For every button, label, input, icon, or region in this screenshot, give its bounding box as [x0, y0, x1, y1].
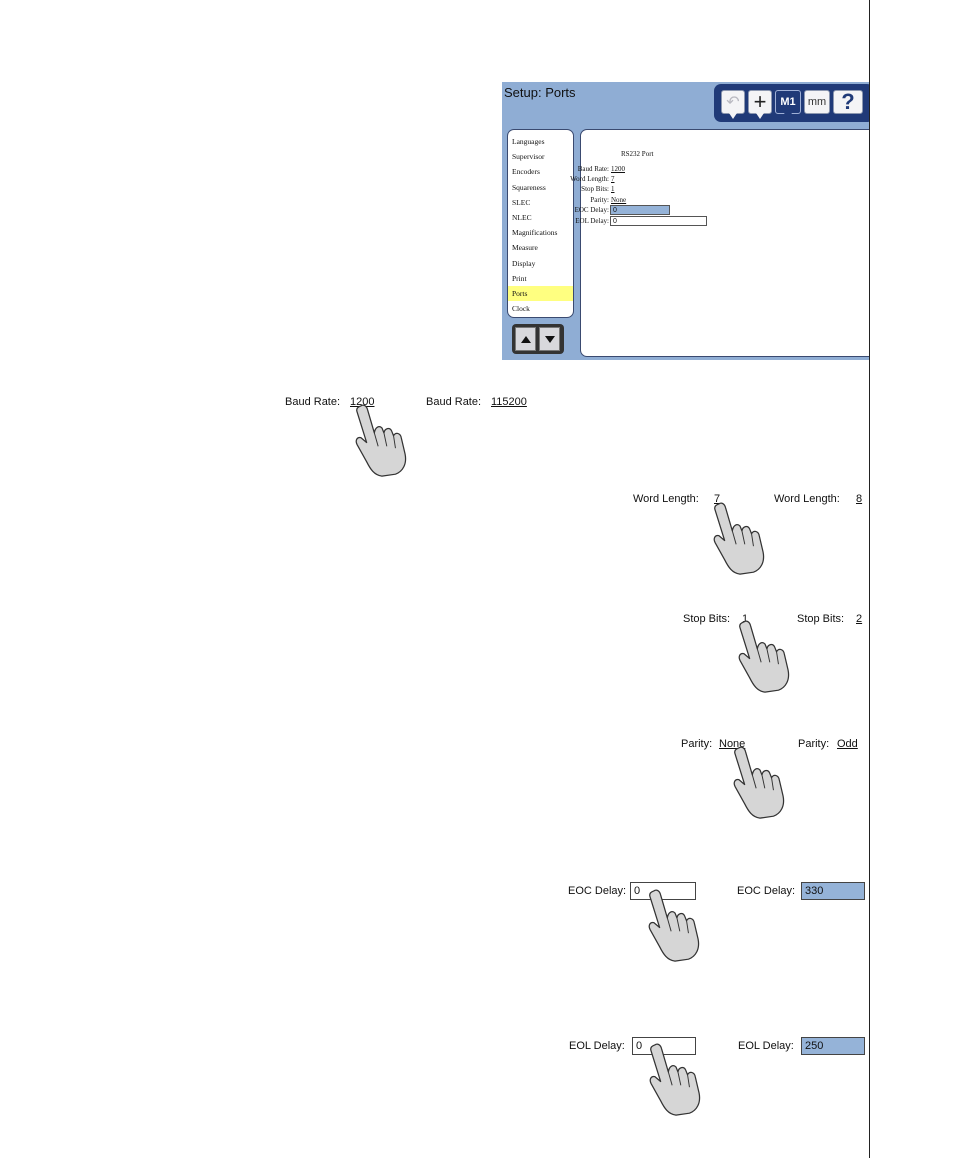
eoc-example-label-after: EOC Delay:: [737, 885, 796, 897]
scroll-down-button[interactable]: [539, 327, 560, 351]
menu-item-display[interactable]: Display: [512, 258, 536, 268]
eol-example-before-input[interactable]: 0: [632, 1037, 696, 1055]
word-length-value[interactable]: 7: [611, 175, 615, 183]
undo-button[interactable]: ↶: [721, 90, 745, 119]
baud-example-label: Baud Rate:: [285, 396, 341, 408]
menu-item-supervisor[interactable]: Supervisor: [512, 152, 545, 162]
setup-screen: Setup: Ports ↶ + M1 mm ? Languages Super…: [502, 82, 869, 360]
setup-menu: Languages Supervisor Encoders Squareness…: [507, 129, 574, 318]
baud-example-after: 115200: [491, 396, 527, 408]
menu-item-ports[interactable]: Ports: [508, 285, 573, 302]
pointing-hand-icon: [738, 620, 790, 693]
menu-item-squareness[interactable]: Squareness: [512, 182, 546, 192]
arrow-down-icon: [544, 335, 555, 343]
menu-item-nlec[interactable]: NLEC: [512, 212, 532, 222]
word-example-label-after: Word Length:: [774, 493, 840, 505]
eoc-example-before-input[interactable]: 0: [630, 882, 696, 900]
m1-button[interactable]: M1: [775, 90, 801, 119]
word-length-label: Word Length:: [570, 175, 609, 183]
eoc-delay-input[interactable]: 0: [610, 205, 670, 215]
menu-item-clock[interactable]: Clock: [512, 304, 530, 314]
menu-item-magnifications[interactable]: Magnifications: [512, 228, 558, 238]
arrow-up-icon: [520, 335, 531, 343]
pointing-hand-icon: [733, 746, 785, 819]
scroll-up-button[interactable]: [515, 327, 536, 351]
baud-example-label-after: Baud Rate:: [426, 396, 482, 408]
parity-example-after: Odd: [837, 738, 858, 750]
stop-example-after: 2: [856, 613, 863, 625]
eol-delay-input[interactable]: 0: [610, 216, 707, 226]
stop-bits-label: Stop Bits:: [581, 185, 609, 193]
eoc-example-after-input: 330: [801, 882, 865, 900]
menu-item-measure[interactable]: Measure: [512, 243, 538, 253]
ports-heading: RS232 Port: [621, 150, 654, 158]
stop-example-before[interactable]: 1: [742, 613, 749, 625]
eoc-example-label: EOC Delay:: [568, 885, 627, 897]
stop-example-label: Stop Bits:: [683, 613, 731, 625]
help-icon: ?: [841, 89, 855, 114]
page-divider-line: [869, 0, 870, 1158]
word-example-before[interactable]: 7: [714, 493, 721, 505]
units-mm-button[interactable]: mm: [804, 90, 830, 114]
baud-rate-value[interactable]: 1200: [611, 165, 625, 173]
baud-rate-label: Baud Rate:: [577, 165, 609, 173]
help-button[interactable]: ?: [833, 89, 863, 114]
menu-item-encoders[interactable]: Encoders: [512, 167, 540, 177]
stop-bits-value[interactable]: 1: [611, 185, 615, 193]
parity-label: Parity:: [590, 196, 609, 204]
add-button[interactable]: +: [748, 89, 772, 119]
undo-icon: ↶: [726, 94, 740, 111]
word-example-after: 8: [856, 493, 863, 505]
pointing-hand-icon: [713, 502, 765, 575]
eol-example-label-after: EOL Delay:: [738, 1040, 794, 1052]
menu-item-languages[interactable]: Languages: [512, 137, 545, 146]
ports-panel: RS232 Port Baud Rate: 1200 Word Length: …: [570, 129, 869, 357]
eol-example-label: EOL Delay:: [569, 1040, 625, 1052]
pointing-hand-icon: [355, 404, 407, 477]
word-example-label: Word Length:: [633, 493, 699, 505]
screen-title: Setup: Ports: [504, 85, 576, 100]
stop-example-label-after: Stop Bits:: [797, 613, 845, 625]
pointing-hand-icon: [648, 889, 700, 962]
parity-value[interactable]: None: [611, 196, 627, 204]
menu-item-slec[interactable]: SLEC: [512, 197, 531, 207]
parity-example-before[interactable]: None: [719, 738, 746, 750]
pointing-hand-icon: [649, 1043, 701, 1116]
eoc-delay-label: EOC Delay:: [574, 206, 609, 214]
baud-example-before[interactable]: 1200: [350, 396, 375, 408]
scroll-buttons: [512, 324, 564, 354]
plus-icon: +: [753, 89, 767, 114]
toolbar: ↶ + M1 mm ?: [714, 84, 869, 122]
parity-example-label: Parity:: [681, 738, 713, 750]
eol-delay-label: EOL Delay:: [575, 217, 609, 225]
parity-example-label-after: Parity:: [798, 738, 830, 750]
eol-example-after-input: 250: [801, 1037, 865, 1055]
menu-item-print[interactable]: Print: [512, 273, 527, 283]
